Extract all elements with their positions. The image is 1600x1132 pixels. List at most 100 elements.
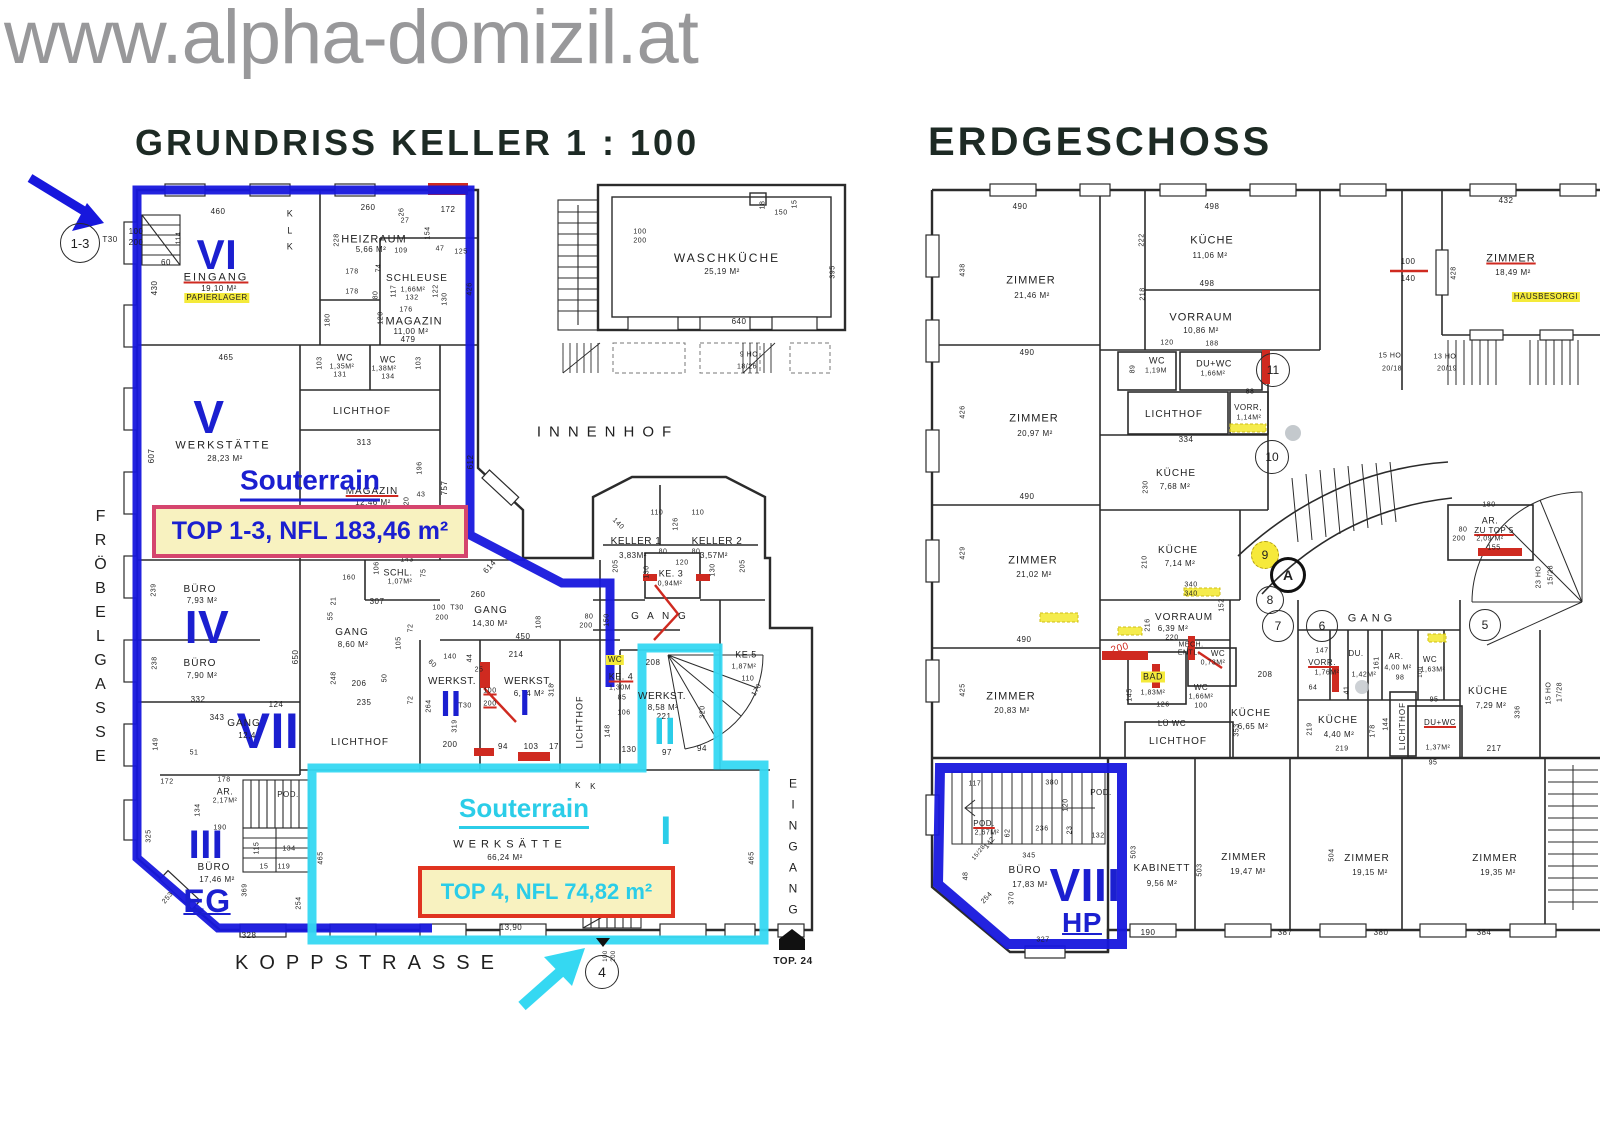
plan-label: 210: [1141, 555, 1149, 569]
plan-label: 336: [1514, 705, 1522, 719]
plan-label: 150: [603, 613, 611, 627]
plan-label: 254: [295, 896, 303, 910]
plan-label: 205: [612, 559, 620, 573]
plan-label: 103: [415, 356, 423, 370]
top4-badge-text: TOP 4, NFL 74,82 m²: [440, 879, 653, 904]
plan-label: 5,66 M²: [355, 245, 387, 254]
plan-label: 313: [356, 438, 372, 447]
marker-a: A: [1270, 557, 1306, 593]
plan-label: KÜCHE: [1157, 545, 1199, 556]
plan-label: WC: [605, 655, 625, 665]
plan-label: 12,4: [238, 731, 256, 740]
plan-label: 230: [1142, 480, 1150, 494]
plan-label: LICHTHOF: [1145, 409, 1203, 420]
plan-label: KE. 3: [658, 568, 684, 579]
plan-label: 120: [675, 559, 689, 567]
plan-label: 106: [373, 561, 381, 575]
plan-label: 120: [1062, 798, 1070, 812]
plan-label: 144: [1382, 717, 1390, 731]
unit-hp: HP: [1062, 907, 1102, 938]
plan-label: KABINETT: [1133, 863, 1191, 874]
souterrain-upper-label: Souterrain: [239, 465, 381, 502]
marker-6: 6: [1306, 610, 1338, 642]
keller-plan-title: GRUNDRISS KELLER 1 : 100: [135, 122, 700, 163]
plan-label: LICHTHOF: [574, 695, 585, 749]
plan-label: VORRAUM: [1154, 612, 1214, 623]
plan-label: SCHL.: [383, 567, 413, 578]
plan-label: KE. 4: [608, 671, 634, 682]
plan-label: 147: [1315, 647, 1329, 655]
plan-label: T30: [102, 235, 118, 244]
plan-label: DU+WC: [1196, 358, 1232, 369]
plan-label: 17,46 M²: [199, 875, 235, 884]
plan-label: 320: [699, 705, 707, 719]
plan-label: WC: [337, 352, 353, 363]
plan-label: 130: [643, 565, 651, 579]
plan-label: AR.: [216, 786, 234, 797]
plan-label: 74: [375, 263, 383, 273]
plan-label: HEIZRAUM: [341, 233, 407, 246]
plan-label: 176: [399, 306, 413, 314]
unit-i-cyan: I: [660, 809, 672, 853]
plan-label: BÜRO: [183, 658, 217, 669]
plan-label: 395: [829, 265, 837, 279]
plan-label: 80: [372, 290, 380, 300]
plan-label: 6,65 M²: [1237, 722, 1269, 731]
plan-label: 1,35M²: [329, 363, 355, 371]
plan-label: KÜCHE: [1230, 708, 1272, 719]
plan-label: LICHTHOF: [1149, 736, 1207, 747]
plan-label: 190: [213, 824, 227, 832]
plan-label: 17,83 M²: [1012, 880, 1048, 889]
plan-label: 757: [440, 480, 449, 496]
plan-label: GANG: [335, 627, 369, 638]
plan-label: 19,35 M²: [1480, 868, 1516, 877]
plan-label: 380: [1373, 928, 1389, 937]
plan-label: K: [286, 208, 294, 219]
unit-viii: VIII: [1049, 859, 1121, 911]
plan-label: 239: [150, 583, 158, 597]
plan-label: 23: [1066, 825, 1074, 835]
plan-label: WERKSÄTTE: [453, 838, 567, 851]
plan-label: 25: [474, 666, 484, 674]
plan-label: MAGAZIN: [345, 486, 399, 497]
yellow-door-highlights: [1039, 423, 1447, 643]
plan-label: 328: [241, 931, 257, 940]
plan-label: 2,09 M²: [1476, 535, 1504, 543]
plan-label: WERKST.: [428, 676, 476, 687]
plan-label: 196: [416, 461, 424, 475]
plan-label: 20/19: [1436, 365, 1458, 373]
plan-label: ZIMMER: [1006, 274, 1056, 287]
plan-label: 100: [432, 604, 446, 612]
plan-label: 490: [1019, 348, 1035, 357]
plan-label: WERKST.: [638, 691, 686, 702]
unit-i-blue: I: [519, 682, 531, 723]
plan-label: 9,56 M²: [1146, 879, 1178, 888]
plan-label: 0,73M²: [1200, 659, 1226, 667]
plan-label: BAD: [1140, 671, 1166, 683]
plan-label: 190: [1140, 928, 1156, 937]
plan-label: 236: [1035, 825, 1049, 833]
plan-label: 20,83 M²: [994, 706, 1030, 715]
plan-label: 149: [152, 737, 160, 751]
plan-label: 217: [1486, 744, 1502, 753]
plan-label: ZIMMER: [1221, 852, 1267, 863]
plan-label: 110: [650, 509, 664, 517]
plan-label: 21,46 M²: [1014, 291, 1050, 300]
plan-label: 161: [1373, 656, 1381, 670]
plan-label: 47: [435, 245, 445, 253]
plan-label: KÜCHE: [1190, 234, 1234, 247]
plan-label: 370: [1008, 891, 1016, 905]
plan-label: 4,40 M²: [1323, 730, 1355, 739]
plan-label: 1,83M²: [1140, 689, 1166, 697]
plan-label: 110: [691, 509, 705, 517]
plan-label: 150: [774, 209, 788, 217]
plan-label: 8,58 M²: [647, 703, 679, 712]
plan-label: 143: [400, 556, 414, 564]
plan-label: 180: [324, 313, 332, 327]
plan-label: 380: [1045, 779, 1059, 787]
plan-label: 13 HO: [1433, 353, 1457, 361]
plan-label: 106: [617, 709, 631, 717]
plan-label: 426: [959, 405, 967, 419]
plan-label: ZIMMER: [1008, 554, 1058, 567]
marker-7: 7: [1262, 610, 1294, 642]
